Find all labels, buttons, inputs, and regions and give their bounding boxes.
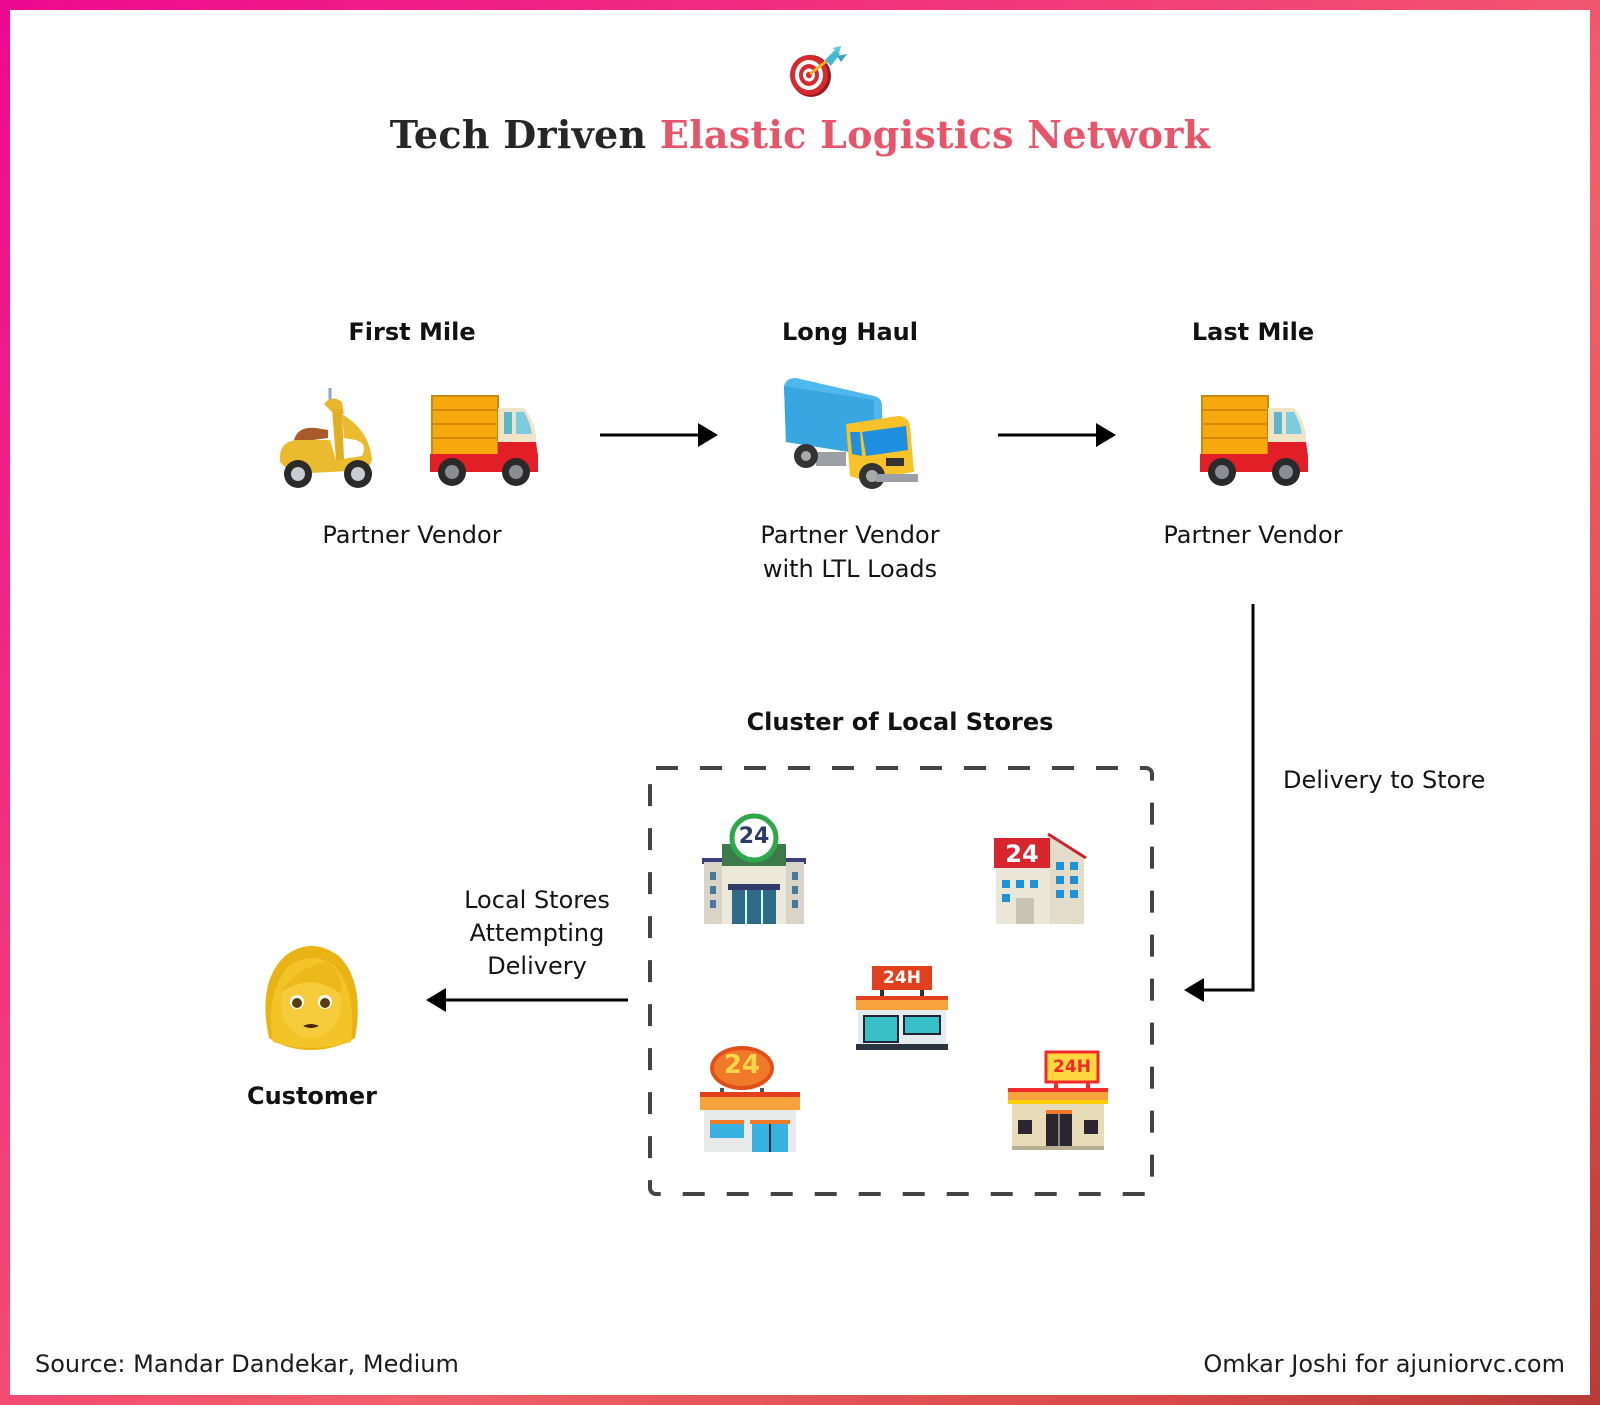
convenience-store-icon: 24H <box>854 966 950 1052</box>
caption-line: Partner Vendor <box>1163 521 1343 549</box>
delivery-truck-icon <box>1198 392 1314 488</box>
stage-caption-first-mile: Partner Vendor <box>242 518 582 552</box>
cluster-title: Cluster of Local Stores <box>746 708 1054 736</box>
scooter-icon <box>272 382 382 492</box>
store-sign: 24H <box>883 968 921 988</box>
caption-line: with LTL Loads <box>762 555 938 583</box>
stage-title-first-mile: First Mile <box>348 318 476 346</box>
title-part-accent: Elastic Logistics Network <box>659 112 1211 157</box>
store-sign: 24 <box>723 1050 761 1080</box>
caption-line: Partner Vendor <box>322 521 502 549</box>
target-icon <box>785 44 849 100</box>
stage-caption-long-haul: Partner Vendor with LTL Loads <box>680 518 1020 586</box>
store-sign: 24H <box>1053 1057 1091 1077</box>
convenience-store-icon: 24H <box>1006 1050 1110 1152</box>
label-line: Local Stores <box>464 886 610 914</box>
customer-label: Customer <box>246 1082 378 1110</box>
local-delivery-label: Local Stores Attempting Delivery <box>437 884 637 983</box>
caption-line: Partner Vendor <box>760 521 940 549</box>
stage-title-long-haul: Long Haul <box>782 318 918 346</box>
department-store-icon: 24 <box>700 812 808 926</box>
stage-caption-last-mile: Partner Vendor <box>1083 518 1423 552</box>
page-title: Tech Driven Elastic Logistics Network <box>0 112 1600 157</box>
delivery-to-store-label: Delivery to Store <box>1283 766 1486 794</box>
lorry-icon <box>778 376 922 492</box>
store-sign: 24 <box>1005 840 1039 868</box>
label-line: Delivery <box>487 952 587 980</box>
delivery-truck-icon <box>428 392 544 488</box>
office-building-icon: 24 <box>992 828 1088 926</box>
label-line: Attempting <box>469 919 605 947</box>
stage-title-last-mile: Last Mile <box>1191 318 1315 346</box>
canvas <box>10 10 1590 1395</box>
source-credit: Source: Mandar Dandekar, Medium <box>35 1350 459 1378</box>
convenience-store-icon: 24 <box>698 1046 802 1152</box>
author-credit: Omkar Joshi for ajuniorvc.com <box>1203 1350 1565 1378</box>
store-sign: 24 <box>738 824 770 849</box>
woman-icon <box>255 942 367 1050</box>
title-part-dark: Tech Driven <box>389 112 647 157</box>
